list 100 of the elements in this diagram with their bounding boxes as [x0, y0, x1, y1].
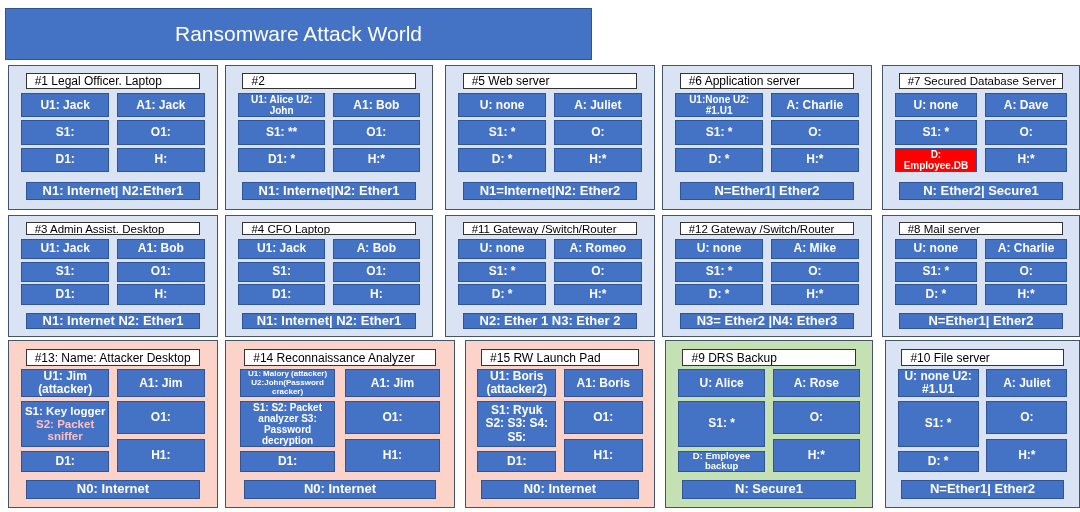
- software-box: [897, 400, 979, 448]
- panel-heading: #11 Gateway /Switch/Router: [462, 222, 638, 236]
- attribute-text: H:*: [1017, 288, 1035, 302]
- os-box: [333, 120, 420, 145]
- attribute-text: U1: Malory (attacker) U2:John(Password cracker): [246, 370, 329, 397]
- attribute-text: A1: Jim: [139, 376, 183, 390]
- hardware-box: [563, 438, 643, 473]
- admin-box: [986, 369, 1068, 398]
- attribute-text: D1: *: [267, 153, 296, 167]
- user-box: [894, 93, 978, 118]
- hardware-box: [554, 284, 642, 305]
- os-box: [117, 261, 205, 282]
- attribute-text: S1:: [272, 265, 291, 279]
- panel-heading: #5 Web server: [462, 73, 638, 89]
- device-panel: [8, 215, 218, 337]
- admin-box: [554, 238, 642, 260]
- data-box: [477, 450, 557, 473]
- software-box: [21, 120, 109, 145]
- user-box: [21, 93, 109, 118]
- software-box: [239, 400, 336, 448]
- attribute-text: U: Alice: [699, 376, 744, 390]
- attribute-text: O:: [1020, 410, 1034, 424]
- os-box: [773, 400, 860, 434]
- software-box: [458, 261, 546, 282]
- network-bar: [679, 313, 855, 329]
- admin-box: [984, 238, 1068, 260]
- attribute-text: D1:: [55, 288, 75, 302]
- network-bar: [242, 181, 416, 201]
- attribute-text: D: Employee.DB: [902, 148, 970, 171]
- panel-heading: #2: [242, 73, 416, 89]
- os-box: [771, 120, 859, 145]
- software-box: [477, 400, 557, 448]
- user-box: [894, 238, 978, 260]
- device-panel: [8, 340, 218, 508]
- os-box: [986, 400, 1068, 434]
- attribute-text: D: Employee backup: [691, 451, 752, 472]
- attribute-text: H:*: [1018, 448, 1036, 463]
- attribute-text: O1:: [593, 410, 614, 424]
- user-box: [239, 369, 336, 398]
- attribute-text: D1:: [271, 288, 292, 302]
- attribute-text: A: Charlie: [997, 242, 1055, 256]
- device-panel: [662, 65, 872, 210]
- attribute-text: H1:: [593, 448, 613, 463]
- attribute-text: H:*: [589, 153, 607, 167]
- attribute-text: U1: Jim (attacker): [37, 370, 94, 397]
- os-box: [554, 120, 642, 145]
- attribute-text: S1: *: [488, 265, 516, 279]
- attribute-text: D1:: [55, 454, 75, 468]
- attribute-text: U1: Boris (attacker2): [485, 370, 549, 397]
- panel-heading: #9 DRS Backup: [682, 349, 856, 366]
- device-panel: [225, 340, 455, 508]
- os-box: [984, 120, 1068, 145]
- admin-box: [563, 369, 643, 398]
- software-box: [238, 261, 325, 282]
- panel-heading: #4 CFO Laptop: [242, 222, 416, 236]
- attribute-text: S1: *: [705, 265, 733, 279]
- attribute-text: O:: [591, 125, 605, 140]
- network-bar: [898, 181, 1064, 201]
- os-box: [554, 261, 642, 282]
- user-box: [458, 238, 546, 260]
- admin-box: [554, 93, 642, 118]
- attribute-text: H:*: [806, 288, 824, 302]
- panel-heading: #14 Reconnaissance Analyzer: [244, 349, 436, 366]
- hardware-box: [344, 438, 441, 473]
- software-box: [675, 261, 763, 282]
- panel-heading: #1 Legal Officer. Laptop: [25, 73, 201, 89]
- admin-box: [117, 93, 205, 118]
- software-box: [675, 120, 763, 145]
- hardware-box: [986, 438, 1068, 473]
- attribute-text: H:: [154, 153, 168, 167]
- attribute-text: S1: *: [488, 125, 516, 140]
- attribute-text: S1: *: [705, 125, 733, 140]
- attribute-text: S1: Key logger: [24, 405, 106, 418]
- attribute-text: A1: Bob: [353, 98, 400, 112]
- attribute-text: N=Ether1| Ether2: [714, 183, 820, 199]
- attribute-text: H:*: [367, 153, 386, 167]
- attribute-text: D: *: [927, 454, 949, 468]
- data-box: [458, 284, 546, 305]
- panel-heading: #3 Admin Assist. Desktop: [25, 222, 201, 236]
- panel-heading: #7 Secured Database Server: [898, 73, 1064, 89]
- attribute-text: H:: [370, 288, 383, 302]
- attribute-text: D1:: [55, 153, 75, 167]
- attribute-text: H:*: [806, 153, 824, 167]
- attribute-text: S1:: [55, 265, 75, 279]
- attribute-text: N1=Internet|N2: Ether2: [479, 183, 621, 199]
- data-box: [21, 284, 109, 305]
- user-box: [238, 238, 325, 260]
- attribute-text: A1: Jim: [370, 376, 415, 390]
- device-panel: [885, 340, 1080, 508]
- user-box: [678, 369, 765, 398]
- network-bar: [679, 181, 855, 201]
- network-bar: [462, 313, 638, 329]
- attribute-text: O:: [808, 125, 822, 140]
- attribute-text: A: Juliet: [574, 98, 622, 112]
- attribute-text: U: none: [913, 242, 959, 256]
- software-box: [21, 400, 109, 448]
- admin-box: [984, 93, 1068, 118]
- device-panel: [225, 65, 433, 210]
- attribute-text: O1:: [150, 410, 171, 424]
- device-panel: [225, 215, 433, 337]
